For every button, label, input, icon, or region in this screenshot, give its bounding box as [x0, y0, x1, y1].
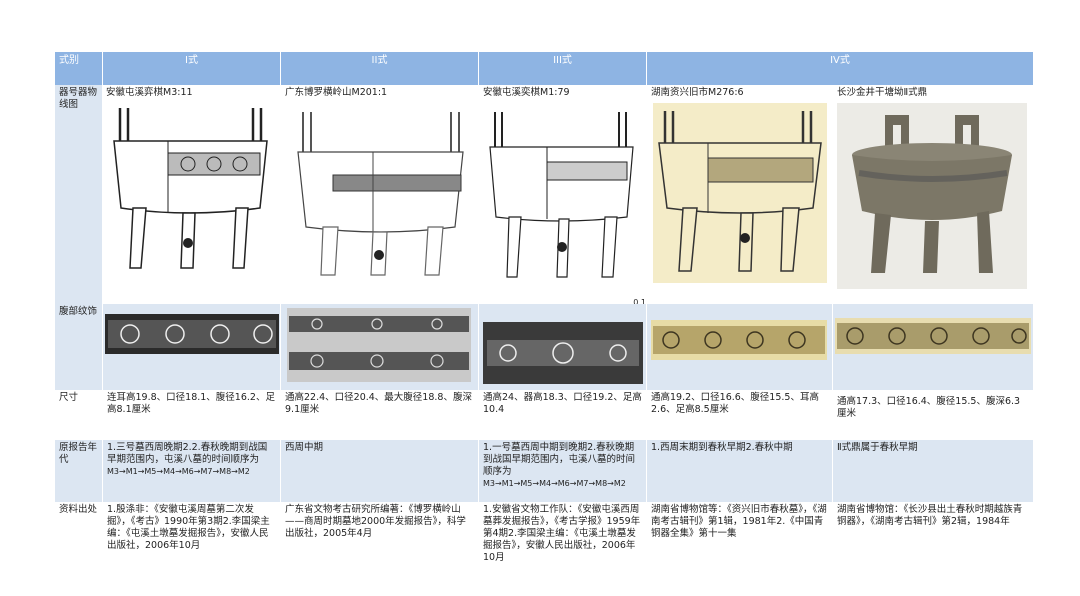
ornament-band-rubbing [287, 308, 471, 382]
ding-photo-drawing [653, 103, 827, 283]
ornament-row: 腹部纹饰 [55, 304, 1033, 390]
tomb-sequence: M3→M1→M5→M4→M6→M7→M8→M2 [483, 479, 626, 488]
ornament-band-rubbing [835, 318, 1031, 354]
scale-mark: 0 1 [633, 298, 646, 304]
date-row: 原报告年代 1.三号墓西周晚期2.2.春秋晚期到战国早期范围内，屯溪八墓的时间顺… [55, 440, 1033, 502]
ornament-cell-4 [646, 304, 832, 390]
vessel-code: 长沙金井干塘坳Ⅱ式鼎 [837, 87, 928, 98]
ding-photo [837, 103, 1027, 289]
type-header-iv: IV式 [646, 52, 1033, 85]
ornament-cell-2 [280, 304, 478, 390]
date-cell-4: 1.西周末期到春秋早期2.春秋中期 [646, 440, 832, 502]
type-header-label: 式别 [55, 52, 102, 85]
source-cell-1: 1.殷涤非：《安徽屯溪周墓第二次发掘》，《考古》1990年第3期2.李国梁主编：… [102, 502, 280, 588]
source-row-label: 资料出处 [55, 502, 102, 588]
ding-line-drawing [297, 112, 464, 276]
ornament-band-rubbing [651, 320, 827, 360]
vessel-code: 安徽屯溪弈棋M3:11 [106, 87, 193, 98]
drawing-row: 器号器物线图 安徽屯溪弈棋M3:11 广东博罗横岭山M201:1 [55, 85, 1033, 304]
date-text: 1.一号墓西周中期到晚期2.春秋晚期到战国早期范围内，屯溪八墓的时间顺序为 [483, 442, 636, 477]
drawing-cell-2: 广东博罗横岭山M201:1 [280, 85, 478, 304]
tomb-sequence: M3→M1→M5→M4→M6→M7→M8→M2 [107, 467, 250, 476]
header-row: 式别 I式 II式 III式 IV式 [55, 52, 1033, 85]
drawing-cell-1: 安徽屯溪弈棋M3:11 [102, 85, 280, 304]
type-header-i: I式 [102, 52, 280, 85]
drawing-cell-4: 湖南资兴旧市M276:6 [646, 85, 832, 304]
ornament-row-label: 腹部纹饰 [55, 304, 102, 390]
date-cell-3: 1.一号墓西周中期到晚期2.春秋晚期到战国早期范围内，屯溪八墓的时间顺序为 M3… [478, 440, 646, 502]
source-cell-4: 湖南省博物馆等：《资兴旧市春秋墓》，《湖南考古辑刊》第1辑，1981年2.《中国… [646, 502, 832, 588]
vessel-code: 广东博罗横岭山M201:1 [285, 87, 388, 98]
vessel-code: 湖南资兴旧市M276:6 [651, 87, 744, 98]
date-cell-5: Ⅱ式鼎属于春秋早期 [832, 440, 1033, 502]
size-cell-5: 通高17.3、口径16.4、腹径15.5、腹深6.3厘米 [832, 390, 1033, 440]
source-cell-2: 广东省文物考古研究所编著：《博罗横岭山——商周时期墓地2000年发掘报告》，科学… [280, 502, 478, 588]
ornament-cell-1 [102, 304, 280, 390]
drawing-cell-3: 安徽屯溪奕棋M1:79 0 1 [478, 85, 646, 304]
size-cell-3: 通高24、器高18.3、口径19.2、足高10.4 [478, 390, 646, 440]
size-row: 尺寸 连耳高19.8、口径18.1、腹径16.2、足高8.1厘米 通高22.4、… [55, 390, 1033, 440]
date-row-label: 原报告年代 [55, 440, 102, 502]
source-cell-3: 1.安徽省文物工作队：《安徽屯溪西周墓葬发掘报告》，《考古学报》1959年第4期… [478, 502, 646, 588]
ornament-cell-5 [832, 304, 1033, 390]
drawing-cell-5: 长沙金井干塘坳Ⅱ式鼎 [832, 85, 1033, 304]
source-cell-5: 湖南省博物馆：《长沙县出土春秋时期越族青铜器》，《湖南考古辑刊》第2辑，1984… [832, 502, 1033, 588]
ding-line-drawing [489, 112, 634, 278]
size-row-label: 尺寸 [55, 390, 102, 440]
vessel-code: 安徽屯溪奕棋M1:79 [483, 87, 570, 98]
ornament-band-rubbing [483, 322, 643, 384]
date-cell-1: 1.三号墓西周晚期2.2.春秋晚期到战国早期范围内，屯溪八墓的时间顺序为 M3→… [102, 440, 280, 502]
date-text: 1.三号墓西周晚期2.2.春秋晚期到战国早期范围内，屯溪八墓的时间顺序为 [107, 442, 268, 465]
ornament-cell-3 [478, 304, 646, 390]
type-header-ii: II式 [280, 52, 478, 85]
size-cell-1: 连耳高19.8、口径18.1、腹径16.2、足高8.1厘米 [102, 390, 280, 440]
ding-line-drawing [108, 103, 273, 275]
ornament-band-rubbing [105, 314, 279, 354]
source-row: 资料出处 1.殷涤非：《安徽屯溪周墓第二次发掘》，《考古》1990年第3期2.李… [55, 502, 1033, 588]
date-cell-2: 西周中期 [280, 440, 478, 502]
size-cell-4: 通高19.2、口径16.6、腹径15.5、耳高2.6、足高8.5厘米 [646, 390, 832, 440]
code-row-label: 器号器物线图 [55, 85, 102, 304]
type-header-iii: III式 [478, 52, 646, 85]
size-cell-2: 通高22.4、口径20.4、最大腹径18.8、腹深9.1厘米 [280, 390, 478, 440]
